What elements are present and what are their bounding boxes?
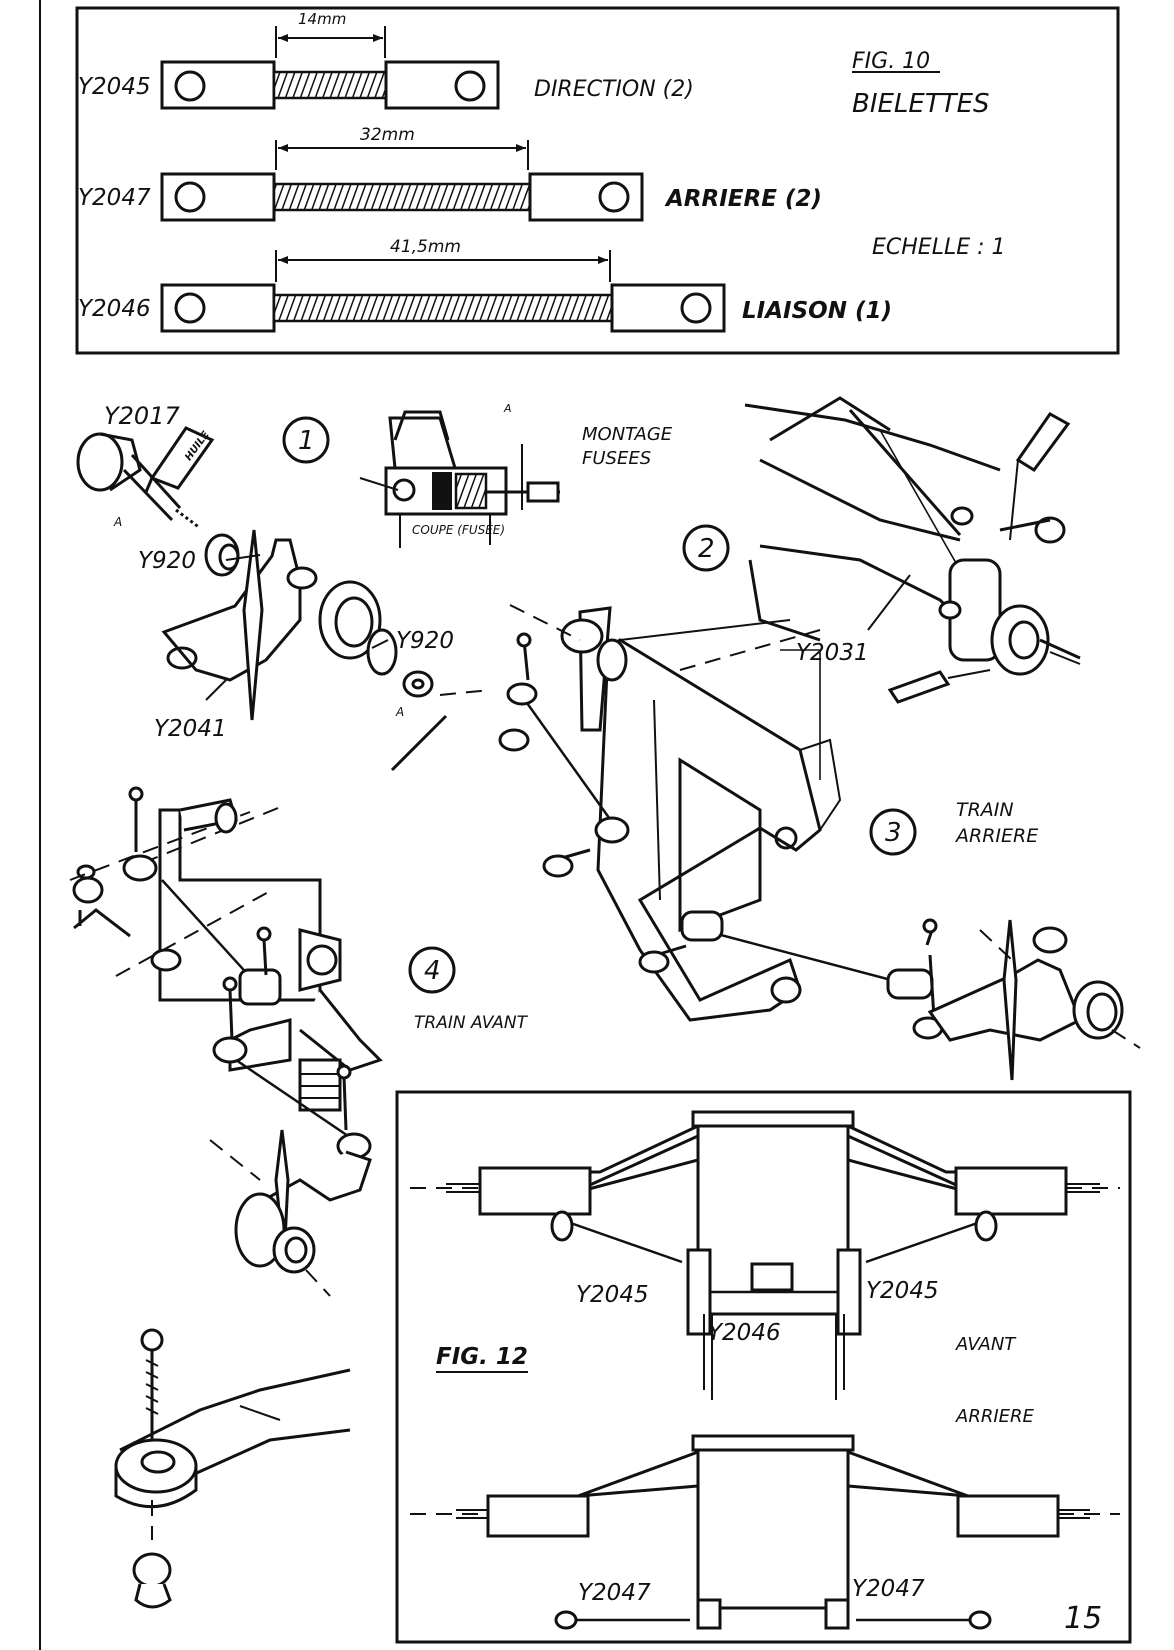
step2-circle [682,524,730,572]
rod3-name: LIAISON (1) [742,298,892,324]
step4-drawing [69,786,383,1297]
fig12-rear-left: Y2047 [578,1580,651,1606]
rod-y2045 [160,26,500,110]
step1-drawing [76,410,560,772]
rod2-name: ARRIERE (2) [664,186,822,212]
fig12-front-left: Y2045 [576,1282,649,1308]
step2-number: 2 [698,534,715,564]
step4-number: 4 [424,956,441,986]
rod1-code: Y2045 [78,74,151,100]
fig12-rear-right: Y2047 [852,1576,925,1602]
section-arrow-a: A [503,402,512,415]
part-y920-left: Y920 [138,548,196,574]
fig12-front-label: AVANT [955,1334,1017,1355]
fig10-title: FIG. 10 [852,49,930,74]
step1-title-line2: FUSEES [582,448,651,469]
step1-number: 1 [298,426,315,456]
arrow-a-lower: A [395,705,404,719]
ball-link-detail [114,1328,351,1609]
step4-title: TRAIN AVANT [414,1013,529,1033]
step3-number: 3 [885,818,902,848]
fig12-rear-label: ARRIERE [955,1406,1035,1427]
step3-title-line2: ARRIERE [954,825,1038,847]
step1-circle [282,416,330,464]
part-y2017: Y2017 [104,402,180,430]
arrow-a-step1: A [113,515,122,529]
rod3-length: 41,5mm [390,237,461,257]
rod3-code: Y2046 [78,296,151,322]
step2-drawing [744,396,1081,704]
step4-circle [408,946,456,994]
rod1-length: 14mm [298,10,346,28]
rod-y2046 [160,250,726,333]
step3-title-line1: TRAIN [956,799,1014,821]
fig12-front-right: Y2045 [866,1278,939,1304]
fig10-panel [75,6,1120,355]
step3-circle [869,808,917,856]
fig12-title: FIG. 12 [436,1344,528,1370]
rod2-code: Y2047 [78,185,151,211]
page-number: 15 [1064,1601,1102,1636]
rod-y2047 [160,140,644,222]
fig12-panel [395,1090,1132,1644]
part-y2041: Y2041 [154,716,227,742]
section-cut-label: COUPE (FUSÉE) [412,522,505,537]
rod2-length: 32mm [360,125,415,145]
fig12-center: Y2046 [708,1320,781,1346]
fig10-scale: ECHELLE : 1 [872,235,1006,260]
part-y2031: Y2031 [796,640,869,666]
step1-title-line1: MONTAGE [582,424,673,445]
part-y920-right: Y920 [396,628,454,654]
step3-drawing [498,604,1141,1081]
rod1-name: DIRECTION (2) [534,77,694,102]
fig10-subtitle: BIELETTES [852,89,990,119]
